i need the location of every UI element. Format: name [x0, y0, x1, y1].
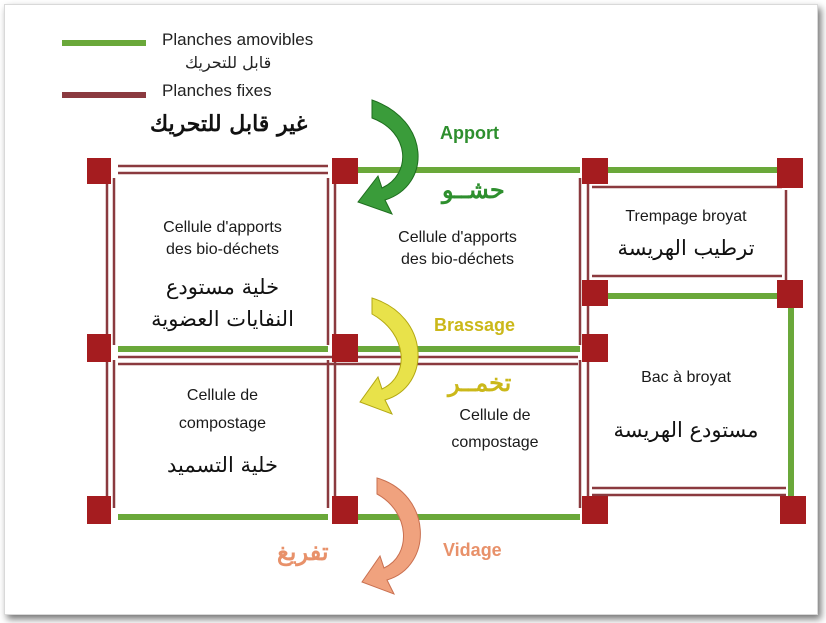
movable-planks — [118, 167, 794, 520]
cell5-label-fr: Trempage broyat — [625, 208, 747, 225]
post — [332, 496, 358, 524]
cell1-label-fr-2: des bio-déchets — [166, 241, 279, 258]
cell3-label-fr-1: Cellule de — [186, 387, 259, 404]
post — [582, 280, 608, 306]
cell1-label-ar-2: النفايات العضوية — [151, 307, 294, 331]
step-brassage-ar: تخمــر — [448, 368, 512, 397]
cell2-label-fr-2: des bio-déchets — [401, 251, 514, 268]
post — [332, 334, 358, 362]
cell2-label-fr-1: Cellule d'apports — [398, 229, 517, 246]
cell1-label-fr-1: Cellule d'apports — [163, 219, 282, 236]
cell5-label-ar: ترطيب الهريسة — [617, 236, 755, 260]
cell6-label-fr: Bac à broyat — [641, 369, 731, 386]
cell1-label-ar-1: خلية مستودع — [165, 275, 280, 299]
apport-arrow-icon — [357, 99, 419, 215]
post — [582, 496, 608, 524]
post — [87, 334, 111, 362]
post — [332, 158, 358, 184]
legend-movable-ar: قابل للتحريك — [185, 53, 272, 72]
post — [777, 280, 803, 308]
corner-posts — [87, 158, 806, 524]
legend-fixed-fr: Planches fixes — [162, 81, 272, 100]
cell3-label-ar: خلية التسميد — [166, 453, 278, 477]
post — [582, 158, 608, 184]
step-vidage-fr: Vidage — [443, 540, 502, 560]
cell4-label-fr-1: Cellule de — [459, 407, 531, 424]
cell3-label-fr-2: compostage — [178, 415, 267, 432]
step-apport-fr: Apport — [440, 123, 499, 143]
legend-movable-fr: Planches amovibles — [162, 30, 314, 49]
step-brassage-fr: Brassage — [434, 315, 516, 335]
post — [87, 496, 111, 524]
post — [777, 158, 803, 188]
vidage-arrow-icon — [361, 477, 421, 595]
post — [582, 334, 608, 362]
post — [87, 158, 111, 184]
cell6-label-ar: مستودع الهريسة — [613, 418, 759, 442]
cell4-label-fr-2: compostage — [451, 434, 539, 451]
step-apport-ar: حشــو — [442, 175, 505, 204]
brassage-arrow-icon — [359, 297, 419, 415]
step-vidage-ar: تفريغ — [277, 537, 329, 566]
post — [780, 496, 806, 524]
legend-fixed-ar: غير قابل للتحريك — [150, 111, 308, 137]
